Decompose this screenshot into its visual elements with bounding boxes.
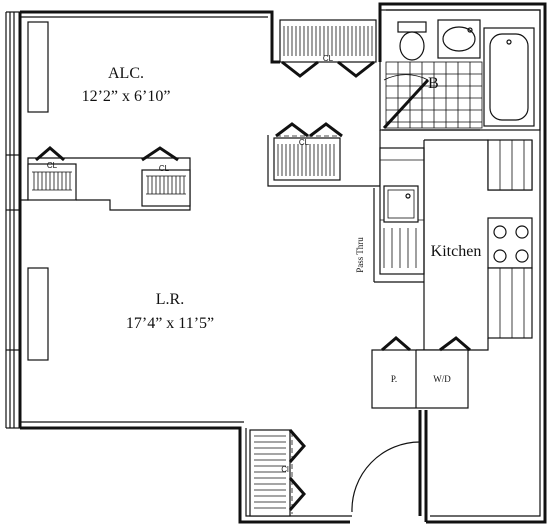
toilet — [397, 21, 427, 61]
top-closet-door-right[interactable] — [337, 60, 375, 78]
kitchen-label: Kitchen — [431, 243, 482, 260]
pantry-washer-dryer — [371, 336, 471, 409]
closet-partition — [20, 146, 191, 211]
alcove-name: ALC. — [108, 65, 144, 82]
bath-door[interactable] — [382, 74, 430, 130]
middle-closet-door-left[interactable] — [275, 122, 309, 138]
entry-closet-door-bottom[interactable] — [288, 477, 306, 511]
bathroom — [379, 9, 541, 131]
bath-floor-tiles — [385, 61, 483, 129]
top-closet — [279, 19, 377, 78]
wall-panels — [27, 21, 49, 361]
closet-label-top: CL — [323, 54, 334, 63]
living-room-dimensions: 17’4” x 11’5” — [126, 315, 214, 332]
sink — [437, 19, 481, 59]
pass-thru-label: Pass Thru — [355, 237, 365, 273]
washer-dryer-label: W/D — [433, 374, 451, 384]
entry-closet — [249, 429, 306, 517]
closet-rod-right — [146, 175, 186, 195]
alcove-dimensions: 12’2” x 6’10” — [82, 88, 171, 105]
closet-door-left[interactable] — [35, 146, 65, 162]
entry-door[interactable] — [351, 440, 422, 513]
middle-closet-door-right[interactable] — [309, 122, 343, 138]
pantry-label: P. — [391, 374, 397, 384]
closet-door-right[interactable] — [141, 146, 179, 162]
entry-closet-door-top[interactable] — [288, 429, 306, 463]
washer-dryer-door[interactable] — [439, 336, 471, 352]
pantry-door[interactable] — [381, 336, 411, 352]
closet-label-middle: CL — [299, 138, 310, 147]
closet-label-entry: Cl — [281, 465, 289, 474]
top-closet-door-left[interactable] — [281, 60, 319, 78]
closet-label-alcove-right: CL — [159, 164, 170, 173]
closet-rod-left — [32, 171, 72, 191]
bathtub — [483, 27, 535, 127]
closet-label-alcove-left: CL — [47, 161, 58, 170]
middle-closet — [267, 122, 381, 187]
bath-label: B — [428, 75, 439, 92]
living-room-name: L.R. — [156, 291, 184, 308]
stove — [487, 217, 533, 269]
kitchen-sink — [383, 185, 419, 223]
kitchen-area — [373, 139, 533, 351]
